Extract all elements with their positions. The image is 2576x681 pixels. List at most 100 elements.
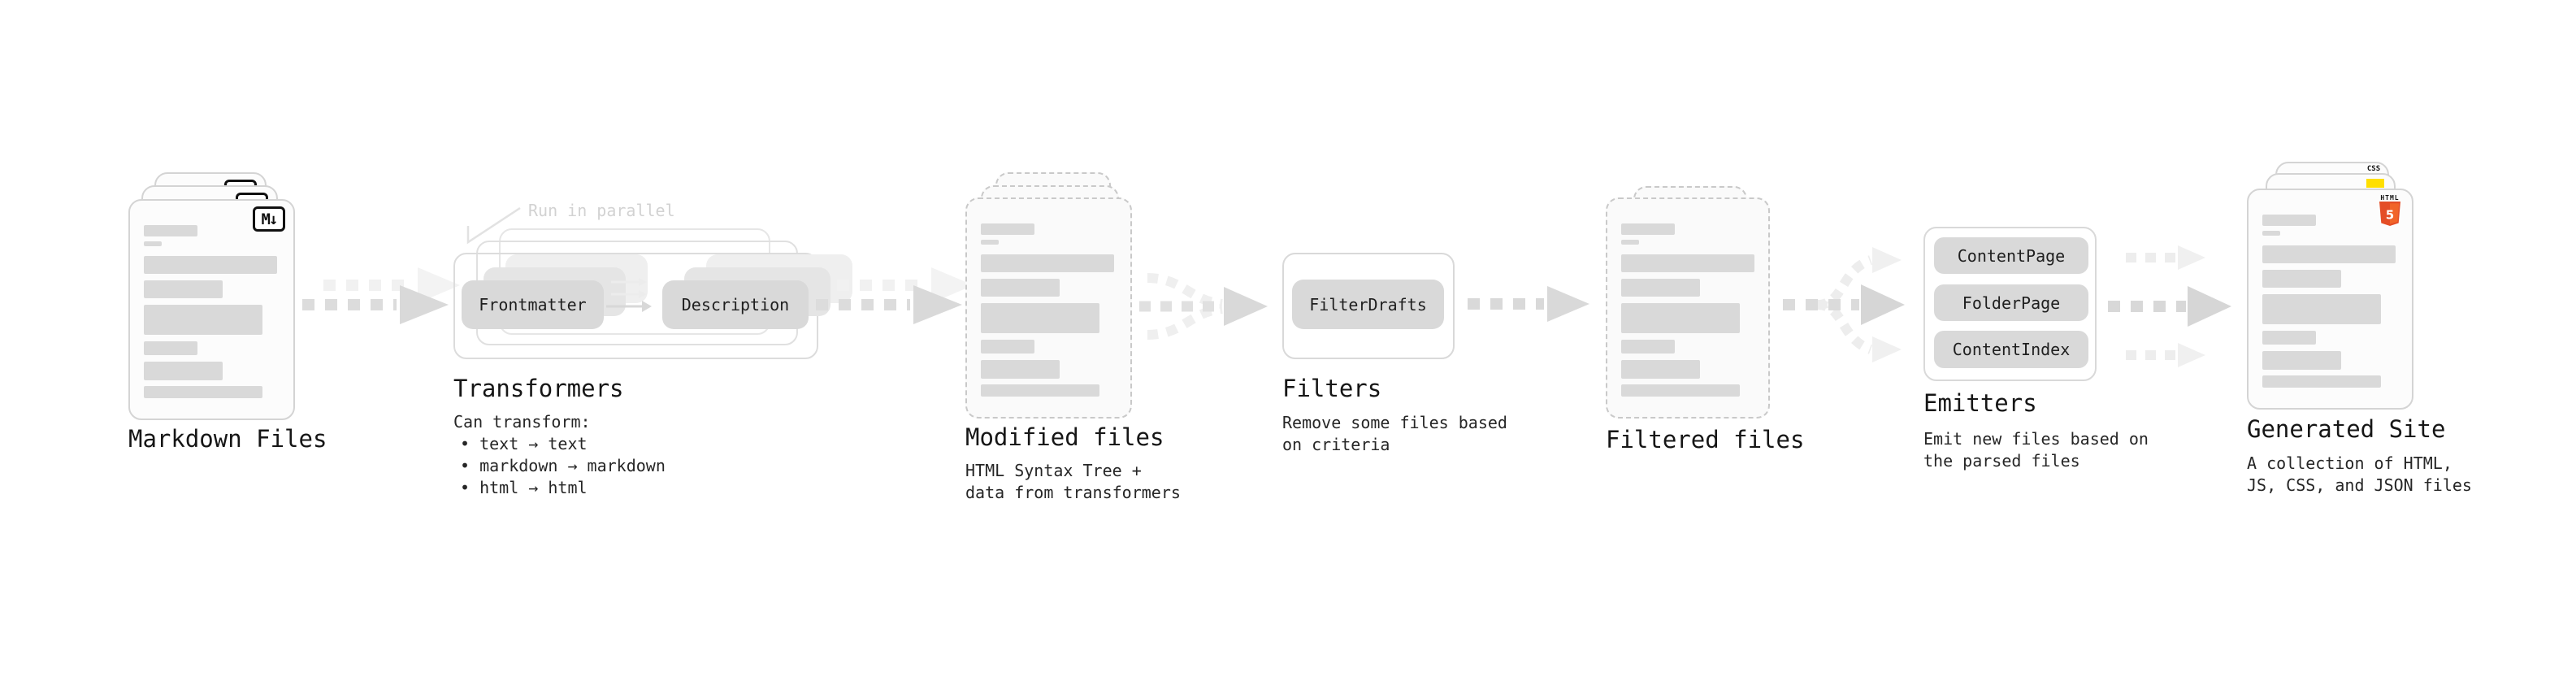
doc-content-bar	[2262, 331, 2316, 345]
modified-files-caption-line2: data from transformers	[965, 483, 1181, 502]
arrow-icon	[816, 285, 962, 324]
generated-caption-line2: JS, CSS, and JSON files	[2247, 475, 2472, 495]
flow-arrow-emitters-to-generated	[2108, 245, 2231, 367]
doc-content-bar	[981, 254, 1114, 272]
doc-content-bar	[1621, 223, 1675, 235]
doc-content-bar	[144, 256, 277, 274]
html5-badge-label: HTML	[2380, 194, 2400, 202]
doc-content-bar	[144, 386, 262, 398]
doc-content-bar	[144, 241, 162, 246]
doc-content-bar	[2262, 375, 2381, 388]
stage-title-filters: Filters	[1282, 375, 1382, 402]
stage-title-markdown-files: Markdown Files	[128, 425, 327, 453]
svg-text:5: 5	[2386, 208, 2394, 223]
emitters-caption-line1: Emit new files based on	[1923, 429, 2149, 449]
doc-content-bar	[981, 384, 1099, 397]
arrow-icon	[1224, 287, 1268, 326]
filters-caption-line1: Remove some files based	[1282, 413, 1507, 432]
filterdrafts-pill-label: FilterDrafts	[1309, 294, 1427, 314]
transformers-bullet: • markdown → markdown	[460, 456, 666, 475]
ghost-arrow-icon	[837, 267, 974, 303]
arrow-icon	[302, 285, 449, 324]
filters-caption-line2: on criteria	[1282, 435, 1390, 454]
doc-content-bar	[2262, 351, 2341, 370]
flow-arrow-filters-to-filtered	[1468, 286, 1589, 322]
doc-content-bar	[1621, 303, 1740, 333]
generated-caption-line1: A collection of HTML,	[2247, 453, 2452, 473]
ghost-arrow-icon	[1872, 336, 1902, 362]
doc-content-bar	[1621, 360, 1700, 379]
filtered-file-card-front	[1606, 197, 1770, 419]
flow-arrow-filtered-to-emitters	[1783, 247, 1905, 362]
folderpage-pill: FolderPage	[1934, 284, 2088, 321]
fanout-curve-bottom	[1816, 300, 1873, 354]
stage-title-transformers: Transformers	[453, 375, 624, 402]
contentpage-pill: ContentPage	[1934, 237, 2088, 274]
contentindex-pill-label: ContentIndex	[1952, 340, 2071, 359]
frontmatter-pill: Frontmatter	[462, 280, 604, 329]
folderpage-pill-label: FolderPage	[1962, 293, 2061, 313]
note-callout-line	[466, 206, 521, 245]
modified-file-card-front	[965, 197, 1132, 419]
transformers-bullet: • text → text	[460, 434, 588, 453]
doc-content-bar	[981, 340, 1034, 354]
doc-content-bar	[981, 223, 1034, 235]
arrow-icon	[611, 278, 647, 286]
doc-content-bar	[2262, 294, 2381, 324]
arrow-icon	[1861, 284, 1905, 325]
description-pill-label: Description	[681, 295, 790, 314]
doc-content-bar	[1621, 340, 1675, 354]
stage-title-generated-site: Generated Site	[2247, 415, 2446, 443]
js-file-icon	[2366, 179, 2384, 188]
run-in-parallel-note: Run in parallel	[528, 201, 675, 220]
doc-content-bar	[981, 303, 1099, 333]
arrow-icon	[606, 301, 652, 312]
markdown-file-card-front: M↓	[128, 199, 295, 420]
stage-title-emitters: Emitters	[1923, 389, 2037, 417]
doc-content-bar	[144, 225, 197, 236]
doc-content-bar	[1621, 254, 1754, 272]
arrow-icon	[2108, 286, 2231, 327]
flow-arrow-transformers-to-modified	[816, 267, 974, 324]
css-badge-label: CSS	[2366, 165, 2381, 173]
doc-content-bar	[981, 240, 999, 245]
doc-content-bar	[1621, 279, 1700, 297]
ghost-arrow-icon	[1872, 247, 1902, 273]
transformers-caption: Can transform:	[453, 412, 591, 432]
doc-content-bar	[144, 280, 223, 298]
stage-title-modified-files: Modified files	[965, 423, 1164, 451]
flow-arrow-modified-to-filters	[1139, 273, 1268, 340]
flow-arrow-markdown-to-transformers	[302, 267, 460, 324]
html5-icon: HTML 5	[2378, 194, 2402, 229]
contentindex-pill: ContentIndex	[1934, 331, 2088, 368]
merge-curve-bottom	[1147, 304, 1223, 340]
doc-content-placeholder	[2262, 213, 2398, 400]
doc-content-bar	[2262, 231, 2280, 236]
doc-content-bar	[2262, 270, 2341, 288]
doc-content-placeholder	[981, 222, 1117, 409]
doc-content-bar	[1621, 384, 1740, 397]
doc-content-bar	[2262, 215, 2316, 226]
emitters-caption-line2: the parsed files	[1923, 451, 2080, 471]
ghost-arrow-icon	[323, 267, 460, 303]
doc-content-bar	[144, 362, 223, 380]
ghost-arrow-icon	[2126, 343, 2205, 367]
arrow-icon	[1547, 286, 1589, 322]
transformer-step-arrows	[606, 278, 652, 312]
filterdrafts-pill: FilterDrafts	[1292, 280, 1444, 329]
contentpage-pill-label: ContentPage	[1957, 245, 2066, 266]
html5-shield-icon: 5	[2379, 202, 2400, 226]
doc-content-bar	[981, 279, 1060, 297]
description-pill: Description	[662, 280, 809, 329]
merge-curve-top	[1147, 273, 1223, 309]
ghost-arrow-icon	[2126, 245, 2205, 270]
doc-content-bar	[144, 305, 262, 335]
doc-content-bar	[981, 360, 1060, 379]
generated-file-card-front: HTML 5	[2247, 189, 2413, 410]
doc-content-placeholder	[1621, 222, 1754, 409]
markdown-icon: M↓	[253, 206, 285, 232]
modified-files-caption-line1: HTML Syntax Tree +	[965, 461, 1142, 480]
arrow-icon	[611, 290, 647, 298]
stage-title-filtered-files: Filtered files	[1606, 426, 1805, 453]
